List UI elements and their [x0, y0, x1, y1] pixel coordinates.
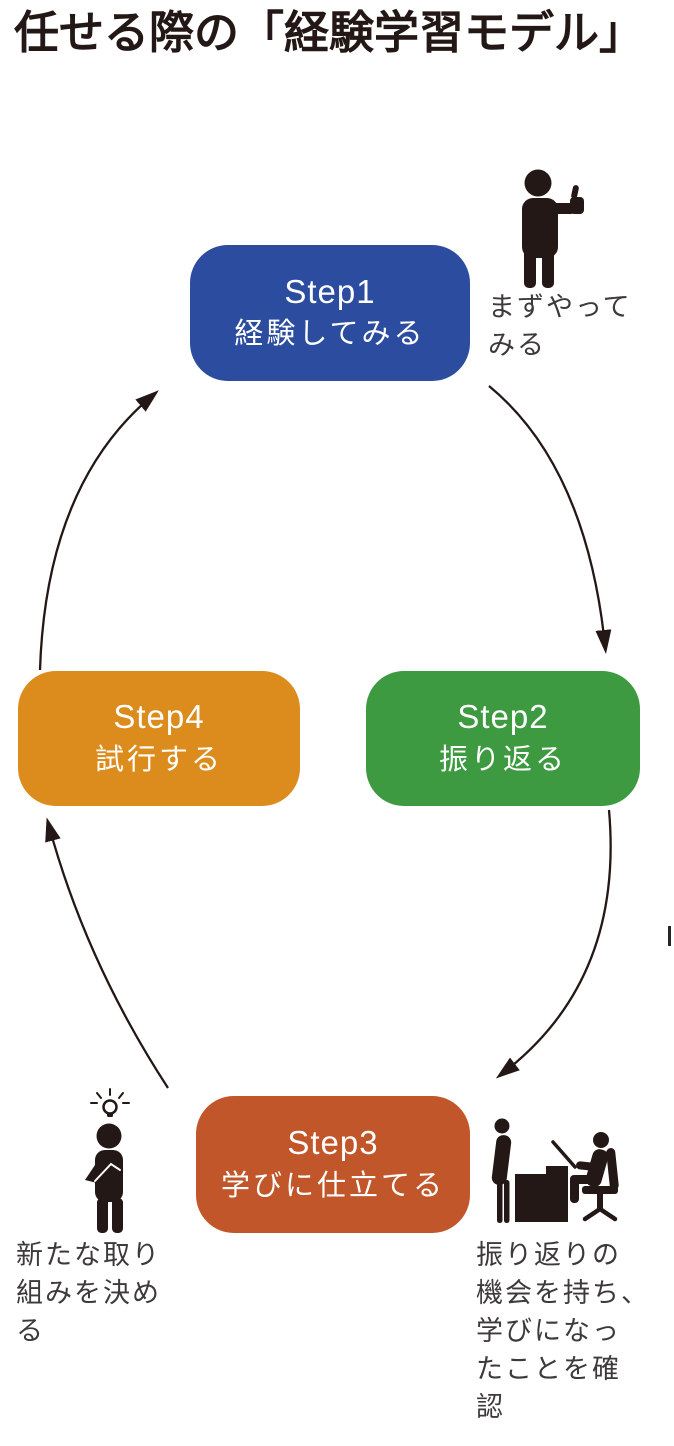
edge-artifact: [668, 926, 671, 946]
step3-label: Step3: [287, 1124, 379, 1162]
arrow-step2-to-step3-icon: [495, 809, 612, 1079]
step2-box: Step2 振り返る: [366, 671, 640, 806]
step4-name: 試行する: [94, 743, 223, 776]
person-idea-icon: [85, 1088, 130, 1233]
step3-box: Step3 学びに仕立てる: [196, 1096, 470, 1233]
arrow-step3-to-step4-icon: [45, 817, 169, 1089]
arrow-step1-to-step2-icon: [488, 385, 612, 654]
step3-name: 学びに仕立てる: [220, 1169, 445, 1202]
arrow-step4-to-step1-icon: [38, 390, 159, 671]
step2-label: Step2: [457, 698, 549, 736]
step4-annotation: 新たな取り 組みを決め る: [16, 1240, 161, 1346]
step1-annotation: まずやって みる: [488, 292, 632, 360]
meeting-icon: [491, 1118, 619, 1223]
step1-box: Step1 経験してみる: [190, 245, 470, 381]
person-thumbs-up-icon: [522, 169, 584, 288]
step3-annotation: 振り返りの 機会を持ち、 学びになっ たことを確 認: [476, 1240, 650, 1422]
page-title: 任せる際の「経験学習モデル」: [14, 7, 645, 58]
step2-name: 振り返る: [438, 743, 567, 776]
step1-name: 経験してみる: [234, 318, 426, 351]
step4-label: Step4: [113, 698, 205, 736]
step4-box: Step4 試行する: [18, 671, 300, 806]
step1-label: Step1: [284, 272, 376, 310]
